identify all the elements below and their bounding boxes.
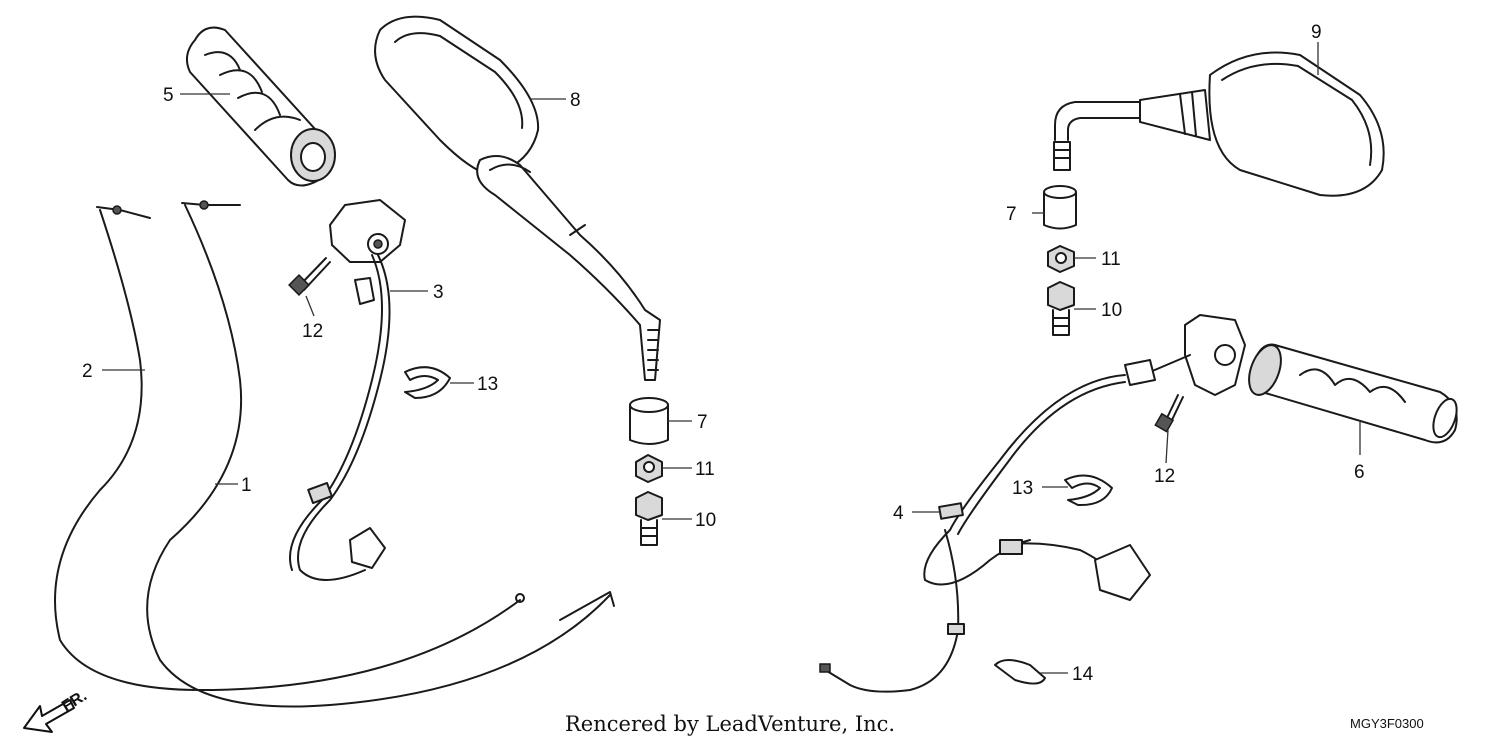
clamp-right-part[interactable] — [1064, 474, 1113, 507]
adapter-right-part[interactable] — [1043, 185, 1077, 230]
callout-14: 14 — [1072, 664, 1094, 685]
leader-lines — [102, 42, 1361, 674]
callout-13-left: 13 — [477, 374, 498, 395]
bolt-right-part[interactable] — [1047, 281, 1075, 336]
callout-6: 6 — [1354, 462, 1365, 483]
callout-5: 5 — [163, 85, 174, 106]
callout-10-right: 10 — [1101, 300, 1122, 321]
callout-13-right: 13 — [1012, 478, 1033, 499]
left-switch-harness-part[interactable] — [289, 199, 406, 581]
throttle-cable-2-part[interactable] — [54, 205, 525, 691]
direction-arrow-icon — [23, 699, 75, 733]
right-mirror-part[interactable] — [1053, 51, 1385, 197]
right-switch-harness-part[interactable] — [819, 314, 1246, 693]
right-grip-part[interactable] — [1243, 341, 1461, 444]
callout-2: 2 — [82, 361, 93, 382]
callout-numbers: 5 8 9 3 12 13 2 1 7 11 10 7 11 10 6 12 1… — [82, 22, 1365, 685]
callout-4: 4 — [893, 503, 904, 524]
callout-12-right: 12 — [1154, 466, 1175, 487]
callout-9: 9 — [1311, 22, 1322, 43]
callout-7-left: 7 — [697, 412, 708, 433]
left-grip-part[interactable] — [185, 26, 336, 187]
adapter-left-part[interactable] — [629, 397, 669, 445]
cable-band-part[interactable] — [994, 659, 1046, 685]
clamp-left-part[interactable] — [404, 366, 451, 399]
throttle-cable-1-part[interactable] — [146, 200, 615, 708]
callout-12-left: 12 — [302, 321, 323, 342]
render-credit: Rencered by LeadVenture, Inc. — [565, 712, 896, 736]
callout-10-left: 10 — [695, 510, 716, 531]
callout-8: 8 — [570, 90, 581, 111]
bolt-left-part[interactable] — [635, 491, 663, 546]
callout-3: 3 — [433, 282, 444, 303]
screw-right-part[interactable] — [1154, 394, 1184, 433]
callout-7-right: 7 — [1006, 204, 1017, 225]
nut-left-part[interactable] — [635, 454, 663, 483]
front-direction-arrow: FR. — [23, 687, 90, 733]
left-mirror-part[interactable] — [374, 15, 661, 381]
nut-right-part[interactable] — [1047, 245, 1075, 273]
callout-11-left: 11 — [695, 459, 715, 480]
drawing-code: MGY3F0300 — [1350, 716, 1424, 731]
callout-11-right: 11 — [1101, 249, 1121, 270]
callout-1: 1 — [241, 475, 252, 496]
screw-left-part[interactable] — [288, 257, 331, 296]
